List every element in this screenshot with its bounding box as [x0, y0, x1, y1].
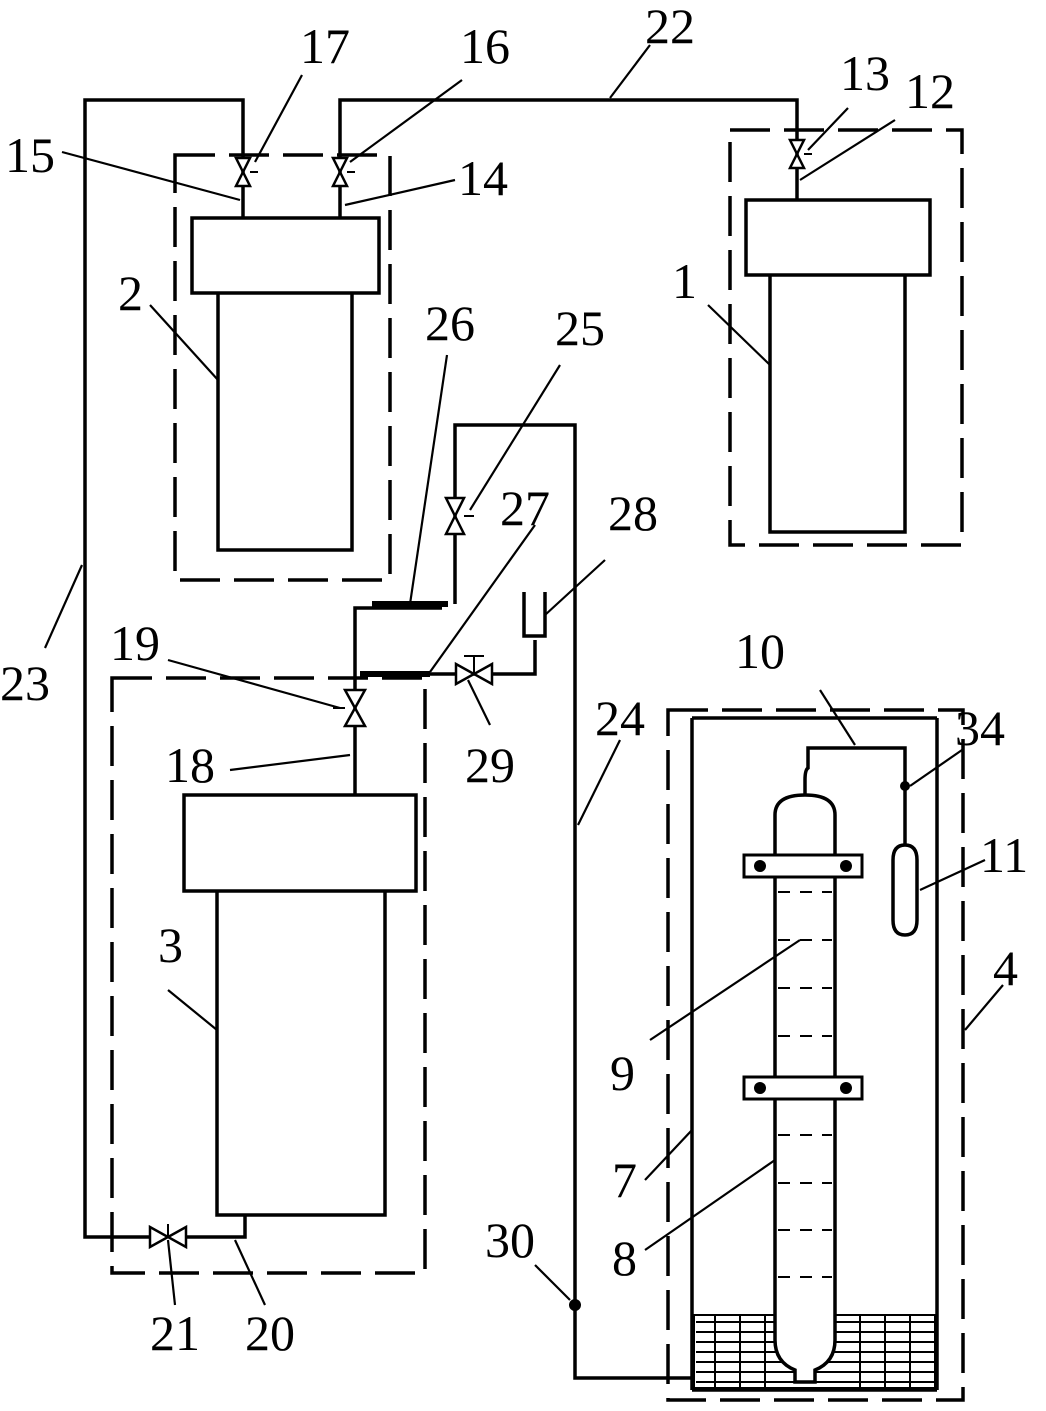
label-29: 29	[465, 737, 515, 793]
valve-29	[454, 655, 494, 687]
enclosure-vessel-3	[110, 676, 427, 1275]
label-23: 23	[0, 655, 50, 711]
label-19: 19	[110, 615, 160, 671]
label-16: 16	[460, 18, 510, 74]
pipe-23	[83, 98, 245, 1239]
valve-34	[900, 781, 910, 791]
label-11: 11	[980, 827, 1028, 883]
receiver-11	[891, 843, 919, 937]
valve-16	[330, 156, 355, 188]
leader-lines	[43, 44, 1004, 1306]
enclosure-4	[666, 708, 965, 1402]
label-28: 28	[608, 485, 658, 541]
label-25: 25	[555, 300, 605, 356]
pipe-25-line	[453, 423, 690, 1380]
number-labels: 17 16 22 13 12 15 14 2 1 26 25 27 28 19 …	[0, 0, 1028, 1361]
label-1: 1	[672, 253, 697, 309]
label-8: 8	[612, 1230, 637, 1286]
valve-25	[443, 496, 474, 536]
label-10: 10	[735, 623, 785, 679]
label-3: 3	[158, 917, 183, 973]
pipe-20	[180, 1215, 247, 1239]
label-34: 34	[955, 700, 1005, 756]
valve-13	[787, 138, 812, 170]
pipe-10	[803, 746, 907, 850]
valve-19	[333, 688, 368, 728]
label-20: 20	[245, 1305, 295, 1361]
clamp-upper	[742, 853, 864, 879]
label-2: 2	[118, 265, 143, 321]
funnel-28	[522, 592, 547, 638]
label-9: 9	[610, 1045, 635, 1101]
valve-21	[148, 1224, 188, 1250]
label-4: 4	[993, 940, 1018, 996]
label-17: 17	[300, 18, 350, 74]
label-7: 7	[612, 1152, 637, 1208]
clamp-lower	[742, 1075, 864, 1101]
label-18: 18	[165, 737, 215, 793]
label-12: 12	[905, 63, 955, 119]
column-plates-9	[778, 891, 832, 1278]
label-13: 13	[840, 45, 890, 101]
label-30: 30	[485, 1212, 535, 1268]
vessel-1	[744, 198, 932, 534]
label-26: 26	[425, 295, 475, 351]
pipe-18	[353, 606, 442, 795]
label-21: 21	[150, 1305, 200, 1361]
label-14: 14	[458, 150, 508, 206]
label-24: 24	[595, 690, 645, 746]
valve-17	[233, 156, 258, 188]
label-22: 22	[645, 0, 695, 54]
label-15: 15	[5, 127, 55, 183]
vessel-2	[190, 216, 381, 552]
valve-30	[569, 1299, 581, 1311]
label-27: 27	[500, 480, 550, 536]
enclosure-vessel-1	[728, 128, 964, 547]
vessel-3	[182, 793, 418, 1217]
